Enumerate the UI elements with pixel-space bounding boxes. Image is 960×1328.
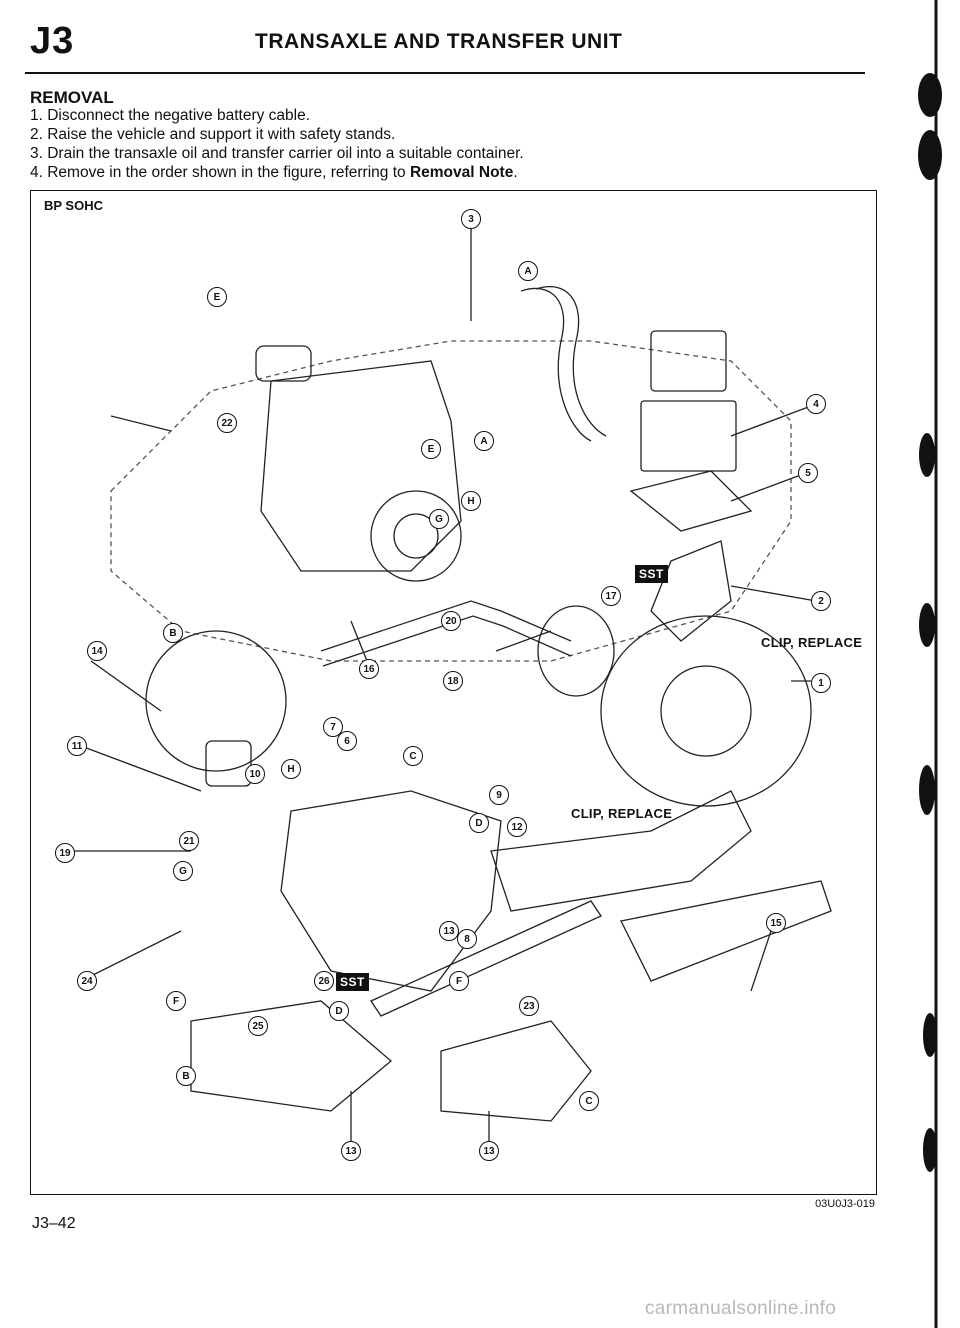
- callout-27: 26: [314, 971, 334, 991]
- callout-a-top: A: [518, 261, 538, 281]
- removal-note-ref: Removal Note: [409, 164, 514, 181]
- crossmember: [620, 880, 832, 982]
- vehicle-body-outline: [110, 340, 792, 662]
- page-number: J3–42: [32, 1215, 76, 1232]
- clip-replace-upper: CLIP, REPLACE: [761, 635, 863, 650]
- air-intake-duct: [520, 287, 592, 442]
- callout-15: 14: [87, 641, 107, 661]
- callout-2: 2: [811, 591, 831, 611]
- page-edge-marks: [918, 0, 942, 1328]
- step-4-text: 4. Remove in the order shown in the figu…: [30, 164, 410, 181]
- step-2: 2. Raise the vehicle and support it with…: [30, 126, 396, 143]
- callout-f-mid: F: [449, 971, 469, 991]
- callout-c-low: C: [579, 1091, 599, 1111]
- callout-b-low: B: [176, 1066, 196, 1086]
- section-code: J3: [30, 20, 75, 62]
- callout-e-left: E: [207, 287, 227, 307]
- step-4-end: .: [513, 164, 518, 181]
- callout-13-right: 13: [479, 1141, 499, 1161]
- brake-disc: [537, 605, 615, 697]
- engine-block: [260, 360, 462, 572]
- callout-25: 24: [77, 971, 97, 991]
- sst-label-upper: SST: [635, 565, 668, 583]
- clip-replace-lower: CLIP, REPLACE: [571, 806, 673, 821]
- callout-19: 18: [443, 671, 463, 691]
- callout-11: 11: [67, 736, 87, 756]
- callout-21: 20: [441, 611, 461, 631]
- battery-tray: [650, 330, 727, 392]
- callout-14: 13: [439, 921, 459, 941]
- exploded-view-figure: 3 4 5 2 1 22 14 11 19 24 10 21 7 6 16 20…: [30, 190, 877, 1195]
- callout-10: 10: [245, 764, 265, 784]
- callout-f-low: F: [166, 991, 186, 1011]
- callout-g-low: G: [173, 861, 193, 881]
- callout-6: 6: [337, 731, 357, 751]
- callout-12: 12: [507, 817, 527, 837]
- page-title: TRANSAXLE AND TRANSFER UNIT: [255, 30, 623, 53]
- sst-label-lower: SST: [336, 973, 369, 991]
- watermark: carmanualsonline.info: [645, 1298, 837, 1319]
- actuator: [205, 740, 252, 787]
- callout-18: 17: [601, 586, 621, 606]
- callout-22: 21: [179, 831, 199, 851]
- callout-9: 9: [489, 785, 509, 805]
- callout-3: 3: [461, 209, 481, 229]
- exploded-view-drawing: [71, 226, 832, 1141]
- callout-e-mid: E: [421, 439, 441, 459]
- callout-13-left: 13: [341, 1141, 361, 1161]
- transfer-carrier: [490, 790, 752, 912]
- callout-24: 23: [519, 996, 539, 1016]
- removal-heading: REMOVAL: [30, 88, 114, 107]
- callout-c-mid: C: [403, 746, 423, 766]
- starter-motor: [255, 345, 312, 382]
- callout-20: 19: [55, 843, 75, 863]
- drive-shaft: [320, 600, 572, 652]
- figure-code: 03U0J3-019: [815, 1198, 875, 1210]
- callout-23: 22: [217, 413, 237, 433]
- callout-16: 15: [766, 913, 786, 933]
- step-4: 4. Remove in the order shown in the figu…: [30, 163, 524, 182]
- step-3: 3. Drain the transaxle oil and transfer …: [30, 145, 524, 162]
- under-cover-left: [190, 1000, 393, 1112]
- mount-bracket: [629, 470, 753, 532]
- callout-g-top: G: [429, 509, 449, 529]
- step-1: 1. Disconnect the negative battery cable…: [30, 107, 311, 124]
- callout-1: 1: [811, 673, 831, 693]
- callout-a-mid: A: [474, 431, 494, 451]
- propeller-shaft: [370, 900, 602, 1017]
- callout-7: 7: [323, 717, 343, 737]
- callout-h-low: H: [281, 759, 301, 779]
- battery: [640, 400, 737, 472]
- callout-d-mid: D: [469, 813, 489, 833]
- removal-steps: 1. Disconnect the negative battery cable…: [30, 106, 524, 182]
- detail-magnifier: [145, 630, 287, 772]
- under-cover-right: [440, 1020, 592, 1122]
- callout-h-top: H: [461, 491, 481, 511]
- callout-b-left: B: [163, 623, 183, 643]
- callout-5: 5: [798, 463, 818, 483]
- callout-d-low: D: [329, 1001, 349, 1021]
- wheel: [600, 615, 812, 807]
- callout-26: 25: [248, 1016, 268, 1036]
- callout-4: 4: [806, 394, 826, 414]
- callout-8: 8: [457, 929, 477, 949]
- flywheel: [370, 490, 462, 582]
- transaxle: [280, 790, 502, 992]
- splash-shield: [650, 540, 732, 642]
- callout-17: 16: [359, 659, 379, 679]
- figure-label: BP SOHC: [44, 198, 103, 213]
- header-rule: [25, 72, 865, 74]
